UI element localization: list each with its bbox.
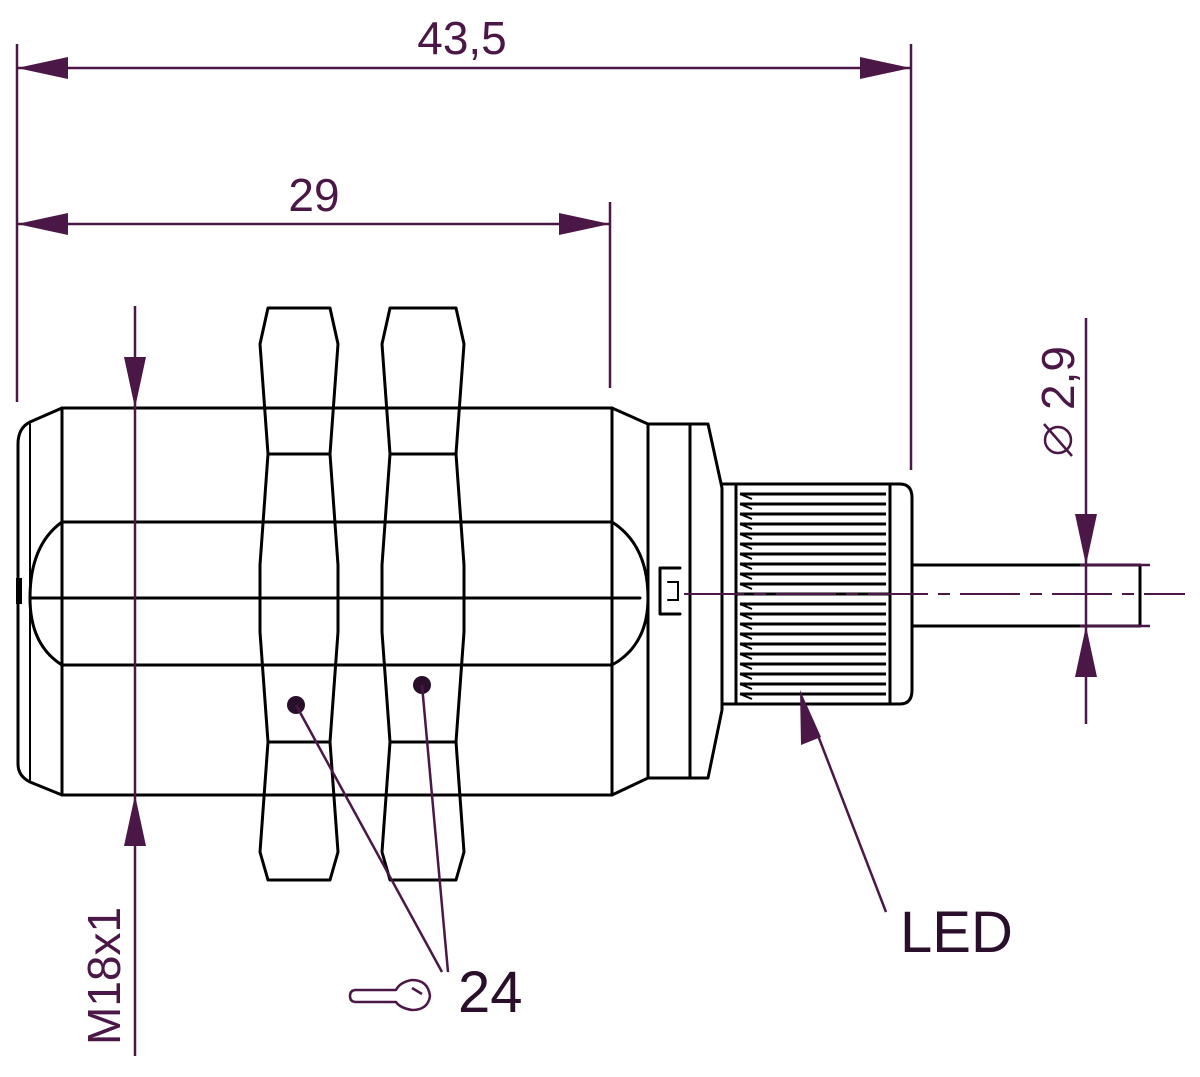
arrow-right-thread [559, 213, 610, 235]
knurl-tick [739, 693, 753, 700]
diameter-symbol-icon [1043, 423, 1073, 457]
knurl-tick [739, 683, 753, 690]
knurl-tick [739, 613, 753, 620]
knurl-tick [739, 553, 753, 560]
cable-gland [720, 482, 914, 706]
sensor-front-face [16, 406, 64, 797]
knurl-tick [739, 543, 753, 550]
nut-right [380, 306, 466, 882]
arrow-bottom-thread-size [124, 795, 146, 846]
leader-wrench-left [294, 704, 444, 973]
nut-right-outline [380, 306, 466, 882]
label-wrench-size: 24 [458, 960, 523, 1025]
leader-led [810, 719, 888, 913]
label-thread-size: M18x1 [78, 907, 130, 1045]
knurl-tick [739, 503, 753, 510]
knurl-tick [739, 603, 753, 610]
knurl-tick [739, 663, 753, 670]
gland-knurling [736, 492, 890, 700]
knurl-tick [739, 583, 753, 590]
knurl-tick [739, 573, 753, 580]
arrow-led [800, 690, 821, 745]
arrow-bottom-cable [1075, 626, 1097, 677]
callout-wrench-size: 24 [294, 684, 523, 1025]
cable-outline [910, 563, 1142, 628]
nut-left [258, 306, 340, 882]
dimension-thread-size: M18x1 [78, 306, 146, 1056]
sensor-front-notch [16, 578, 22, 604]
wrench-icon [348, 978, 432, 1012]
label-thread-length: 29 [288, 169, 339, 221]
cable [684, 563, 1185, 628]
arrow-left-overall [17, 57, 68, 79]
knurl-tick [739, 523, 753, 530]
arrow-top-thread-size [124, 357, 146, 408]
label-led: LED [900, 900, 1013, 965]
knurl-tick [739, 643, 753, 650]
dimension-thread-length: 29 [17, 169, 612, 388]
sensor-body [16, 406, 724, 797]
dimension-cable-diameter: 2,9 [1032, 318, 1150, 724]
dimension-overall-length: 43,5 [15, 12, 913, 470]
body-left-chamfer [28, 520, 64, 667]
label-cable-diameter: 2,9 [1032, 346, 1084, 410]
body-rear-taper [688, 422, 724, 780]
label-overall-length: 43,5 [417, 12, 507, 64]
key-slot-inner [667, 581, 679, 601]
callout-led: LED [800, 690, 1013, 965]
leader-wrench-right [420, 684, 450, 973]
arrow-top-cable [1075, 514, 1097, 565]
knurl-tick [739, 673, 753, 680]
arrow-left-thread [17, 213, 68, 235]
knurl-tick [739, 493, 753, 500]
key-slot [658, 566, 682, 616]
body-rear-shoulder [610, 406, 650, 797]
knurl-tick [739, 533, 753, 540]
knurl-tick [739, 633, 753, 640]
knurl-tick [739, 623, 753, 630]
knurl-tick [739, 653, 753, 660]
knurl-tick [739, 563, 753, 570]
body-rear-collar [646, 422, 692, 780]
knurl-tick [739, 513, 753, 520]
nut-left-outline [258, 306, 340, 882]
body-right-chamfer [610, 520, 650, 667]
arrow-right-overall [860, 57, 911, 79]
